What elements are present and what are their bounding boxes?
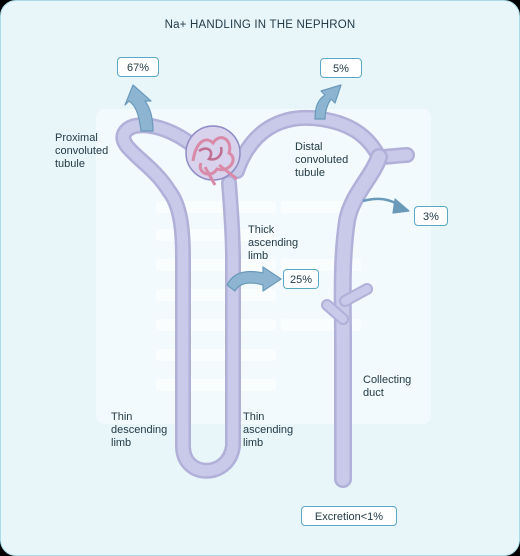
collecting-percent-box: 3% xyxy=(414,206,448,226)
distal-percent-box: 5% xyxy=(320,58,362,78)
thick-ascending-label: Thick ascending limb xyxy=(248,224,299,262)
thin-ascending-label: Thin ascending limb xyxy=(243,411,294,449)
arrow-proximal xyxy=(124,84,154,132)
diagram-title: Na+ HANDLING IN THE NEPHRON xyxy=(164,19,356,31)
arrow-distal xyxy=(314,84,342,120)
thick-percent-box: 25% xyxy=(283,269,319,289)
arrow-thick xyxy=(226,266,282,292)
glomerulus xyxy=(185,125,241,186)
excretion-box: Excretion<1% xyxy=(301,506,397,526)
reabsorption-arrows xyxy=(124,84,410,292)
collecting-duct-label: Collecting duct xyxy=(363,374,412,399)
proximal-label: Proximal convoluted tubule xyxy=(55,132,109,170)
distal-label: Distal convoluted tubule xyxy=(295,141,349,179)
proximal-percent-box: 67% xyxy=(117,57,159,77)
thin-descending-label: Thin descending limb xyxy=(111,411,168,449)
